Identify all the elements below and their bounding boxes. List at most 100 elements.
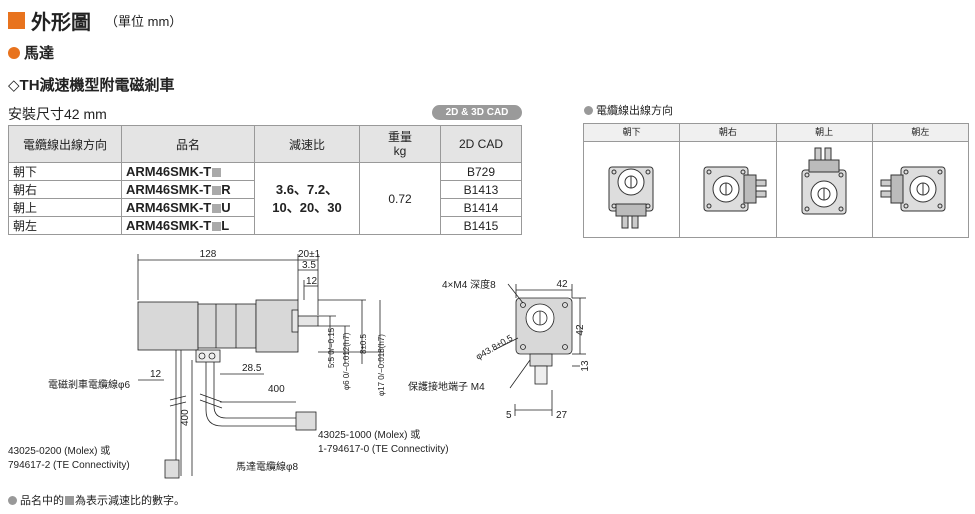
product-suffix: R (221, 182, 231, 197)
dim-28-5: 28.5 (242, 363, 262, 374)
pcd-label: φ43.8±0.5 (474, 333, 514, 362)
dim-phi17: φ17 0/−0.018(h7) (377, 334, 386, 396)
caption-text: 電纜線出線方向 (596, 105, 673, 117)
motor-body (197, 303, 257, 349)
conn1-line1: 43025-0200 (Molex) 或 (8, 445, 110, 457)
cell-weight: 0.72 (359, 162, 441, 235)
output-shaft (297, 315, 319, 327)
cell-cad[interactable]: B1413 (440, 180, 522, 199)
motor-down-icon (608, 166, 654, 229)
cell-product: ARM46SMK-T (121, 162, 255, 181)
ground-label: 保護接地端子 M4 (408, 380, 485, 393)
dim-3-5: 3.5 (302, 260, 316, 271)
table-row: 朝下 ARM46SMK-T 3.6、7.2、10、20、30 0.72 B729 (8, 162, 522, 235)
cable-direction-caption: 電纜線出線方向 (584, 102, 673, 118)
footnote-dot-icon (8, 495, 17, 505)
table-row: 朝右 ARM46SMK-T R B1413 (8, 180, 522, 199)
gearhead-body (255, 299, 299, 353)
brake-connector (164, 459, 180, 479)
table-header-row: 電纜線出線方向 品名 減速比 重量 kg 2D CAD (8, 125, 522, 163)
mounting-size: 安裝尺寸42 mm (8, 106, 107, 122)
unit-label: （單位 mm） (105, 14, 183, 29)
ratio-placeholder-icon (212, 222, 222, 232)
section-dot-icon (8, 46, 20, 59)
motor-cable-label: 馬達電纜線φ8 (236, 460, 298, 473)
caption-dot-icon (584, 105, 593, 115)
product-suffix: U (221, 200, 231, 215)
dir-label-down: 朝下 (584, 124, 681, 141)
th-direction: 電纜線出線方向 (8, 125, 122, 163)
spec-table: 電纜線出線方向 品名 減速比 重量 kg 2D CAD 朝下 ARM46SMK-… (8, 125, 522, 235)
cell-direction: 朝下 (8, 162, 122, 181)
conn2-line1: 43025-1000 (Molex) 或 (318, 429, 420, 441)
section-heading: 馬達 (8, 42, 54, 63)
cell-cad[interactable]: B729 (440, 162, 522, 181)
dim-8: 8±0.5 (359, 333, 368, 354)
dim-20: 20±1 (298, 249, 321, 260)
dim-42-top: 42 (556, 279, 568, 290)
dim-400-h: 400 (268, 384, 285, 395)
product-name: ARM46SMK-T (126, 200, 212, 215)
product-name: ARM46SMK-T (126, 182, 212, 197)
dim-400-v: 400 (180, 409, 191, 426)
dim-128: 128 (200, 249, 217, 260)
dim-5-5: 5.5 0/−0.15 (327, 327, 336, 368)
motor-connector (295, 411, 317, 431)
title-square-icon (8, 12, 25, 29)
dir-label-left: 朝左 (911, 127, 930, 137)
terminal-block (195, 349, 221, 363)
brake-body (137, 301, 199, 351)
cable-direction-panel: 朝下 朝右 朝上 朝左 (583, 123, 969, 238)
motor-left-icon (880, 166, 946, 212)
cell-product: ARM46SMK-T U (121, 198, 255, 217)
cell-direction: 朝右 (8, 180, 122, 199)
ratio-placeholder-icon (212, 204, 222, 214)
motor-right-icon (703, 166, 767, 212)
ratio-line2: 10、20、30 (272, 199, 342, 215)
dim-27: 27 (556, 410, 568, 421)
footnote: 品名中的 為表示減速比的數字。 (8, 492, 185, 508)
dim-42-right: 42 (575, 324, 586, 336)
ratio-placeholder-icon (65, 495, 74, 505)
cad-badge[interactable]: 2D & 3D CAD (432, 105, 522, 120)
product-suffix: L (221, 218, 230, 233)
cell-ratio: 3.6、7.2、10、20、30 (254, 162, 360, 235)
dir-cell-up (777, 142, 873, 237)
ratio-placeholder-icon (212, 168, 222, 178)
conn2-line2: 1-794617-0 (TE Connectivity) (318, 444, 449, 455)
direction-header: 朝下 朝右 朝上 朝左 (584, 124, 968, 142)
brake-cable-label: 電磁剎車電纜線φ6 (48, 378, 130, 391)
table-row: 朝上 ARM46SMK-T U B1414 (8, 198, 522, 217)
direction-cells (584, 142, 968, 237)
m4-label: 4×M4 深度8 (442, 278, 496, 291)
dim-phi6: φ6 0/−0.012(h7) (342, 332, 351, 390)
dir-cell-left (873, 142, 968, 237)
dimension-drawing: 128 20±1 3.5 12 12 28.5 400 42 27 5 4×M4… (8, 249, 591, 479)
th-weight: 重量 kg (359, 125, 441, 163)
footnote-before: 品名中的 (20, 495, 64, 507)
cell-product: ARM46SMK-T L (121, 216, 255, 235)
th-ratio: 減速比 (254, 125, 360, 163)
footnote-after: 為表示減速比的數字。 (75, 495, 185, 507)
cell-direction: 朝上 (8, 198, 122, 217)
dim-13: 13 (580, 360, 591, 372)
cell-cad[interactable]: B1415 (440, 216, 522, 235)
dir-cell-right (680, 142, 777, 237)
model-type-heading: ◇TH減速機型附電磁剎車 (8, 77, 175, 94)
cell-cad[interactable]: B1414 (440, 198, 522, 217)
ratio-placeholder-icon (212, 186, 222, 196)
conn1-line2: 794617-2 (TE Connectivity) (8, 460, 130, 471)
dir-label-right: 朝右 (680, 124, 777, 141)
th-cad: 2D CAD (440, 125, 522, 163)
dim-12-left: 12 (150, 369, 162, 380)
dim-12-top: 12 (306, 276, 318, 287)
title-text: 外形圖 (31, 12, 91, 34)
th-product: 品名 (121, 125, 255, 163)
cell-direction: 朝左 (8, 216, 122, 235)
motor-up-icon (801, 147, 846, 215)
dir-label-up: 朝上 (777, 124, 873, 141)
page-title: 外形圖 （單位 mm） (8, 6, 182, 35)
product-name: ARM46SMK-T (126, 164, 212, 179)
product-name: ARM46SMK-T (126, 218, 212, 233)
section-text: 馬達 (24, 45, 55, 62)
